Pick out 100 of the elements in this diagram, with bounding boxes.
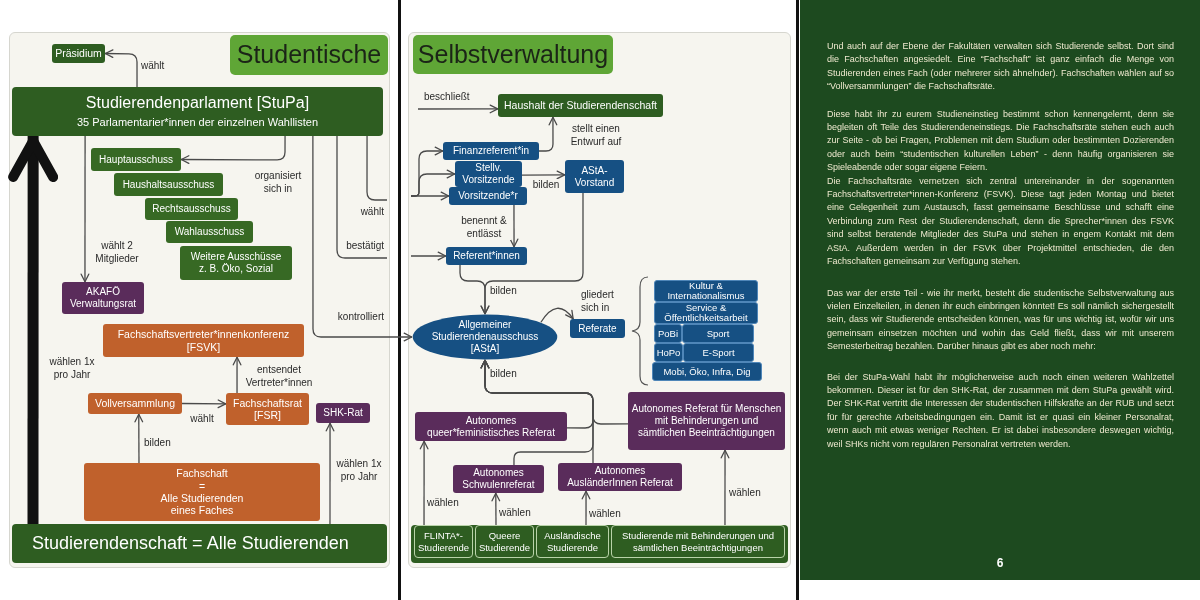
arrow bbox=[410, 251, 447, 261]
paragraph: Diese habt ihr zu eurem Studieneinstieg bestimmt schon kennengelernt, denn sie begleiten oft Teile des Studierendeneinstiegs. Die Fachschaftsräte stehen euch auch zur Seite - ob bei Fragen, Problemen mit dem Studium oder bestimmten Dozierenden oder auch beim “studentischen kulturellen Leben” - denn häufig organisieren sie Spieleabende oder sogar eigene Feiern. bbox=[827, 107, 1174, 175]
paragraph: Und auch auf der Ebene der Fakultäten verwalten sich Studierende selbst. Dort sind die Fachschaften angesiedelt. Eine “Fachschaft” ist ganz einfach die Menge von Studierenden eines Fach (oder mehrerer sich ähnelnder). Fachschaften wählen auf so “Vollversammlungen” die Fachschaftsräte. bbox=[827, 40, 1174, 94]
node-label: FLINTA*-Studierende bbox=[417, 530, 470, 553]
node-label: Finanzreferent*in bbox=[452, 145, 530, 157]
arrow bbox=[538, 116, 558, 152]
node-label: Haushalt der Studierendenschaft bbox=[504, 99, 657, 112]
group-box bbox=[611, 525, 785, 558]
node-label: Sport bbox=[706, 328, 730, 339]
node-label: Vorsitzende*r bbox=[458, 190, 518, 202]
node-label: Referate bbox=[578, 322, 617, 335]
node-label: Queere Studierende bbox=[478, 530, 531, 553]
connector-line bbox=[366, 135, 388, 201]
heading-banner bbox=[230, 35, 388, 75]
committee-box bbox=[114, 173, 223, 196]
arrow bbox=[581, 490, 591, 526]
node-label: Haushaltsausschuss bbox=[122, 178, 215, 191]
org-box bbox=[316, 403, 370, 423]
edge-label: entsendet Vertreter*innen bbox=[243, 364, 315, 389]
list-item-box bbox=[683, 343, 754, 362]
arrow bbox=[325, 422, 335, 525]
org-box bbox=[498, 94, 663, 117]
arrow bbox=[521, 170, 566, 180]
arrow bbox=[480, 192, 584, 315]
org-box bbox=[628, 392, 785, 450]
node-label: Fachschaft bbox=[176, 467, 228, 480]
org-box bbox=[226, 393, 309, 425]
node-label: Alle Studierenden eines Faches bbox=[159, 492, 245, 517]
org-box bbox=[415, 412, 567, 441]
node-label: Fachschaftsrat [FSR] bbox=[232, 396, 303, 422]
org-box bbox=[84, 463, 320, 521]
committee-box bbox=[180, 246, 292, 280]
node-label: Allgemeiner Studierendenausschuss [AStA] bbox=[430, 319, 540, 355]
node-label: Mobi, Öko, Infra, Dig bbox=[663, 366, 751, 377]
connector-line bbox=[336, 135, 388, 259]
node-label: Weitere Ausschüsse z. B. Öko, Sozial bbox=[189, 251, 283, 275]
node-label: HoPo bbox=[656, 347, 681, 358]
org-box bbox=[558, 463, 682, 491]
group-bar bbox=[411, 525, 788, 563]
paragraph: Das war der erste Teil - wie ihr merkt, besteht die studentische Selbstverwaltung aus vielen Einzelteilen, in denen ihr euch einbringen könntet! Es soll nämlich sichergestellt sein, dass wir Studierende entscheiden können, was für uns wichtig ist, wofür wir uns gemeinsam einsetzen möchten und wohin das Geld fließt, dass wir mit unserem Semesterbeitrag bezahlen. Darüber hinaus gibt es aber noch mehr: bbox=[827, 286, 1174, 354]
arrow bbox=[491, 492, 501, 526]
group-box bbox=[536, 525, 609, 558]
node-label: AKAFÖ Verwaltungsrat bbox=[68, 286, 138, 310]
heading-text: Studentische bbox=[236, 40, 382, 70]
committee-box bbox=[145, 198, 238, 220]
org-box bbox=[446, 247, 527, 265]
thick-arrow bbox=[8, 136, 59, 524]
node-label: SHK-Rat bbox=[323, 407, 363, 419]
arrow bbox=[104, 49, 138, 88]
org-box bbox=[62, 282, 144, 314]
banner-text: Studierendenschaft = Alle Studierenden bbox=[32, 532, 349, 555]
org-box bbox=[12, 87, 383, 136]
org-box bbox=[570, 319, 625, 338]
node-label: Wahlausschuss bbox=[174, 226, 245, 238]
arrow bbox=[509, 204, 519, 248]
list-item-box bbox=[654, 343, 683, 362]
org-box bbox=[443, 142, 539, 160]
base-banner bbox=[12, 524, 387, 563]
arrow bbox=[232, 356, 242, 394]
list-item-box bbox=[652, 362, 762, 381]
node-label: Autonomes Referat für Menschen mit Behinderungen und sämtlichen Beeinträchtigungen bbox=[631, 403, 782, 439]
edge-label: wählen 1x pro Jahr bbox=[334, 458, 384, 483]
org-box bbox=[88, 393, 182, 414]
arrow bbox=[410, 191, 450, 201]
paragraph: Die Fachschaftsräte vernetzen sich zentral untereinander in der sogenannten Fachschaftsvertreter*innen-Konferenz (FSVK). Diese tagt jeden Montag und bietet eine Gelegenheit zum Austausch, fasst gemeinsame Beschlüsse und schafft eine Verbindung zum Rest der Studierendenschaft, denn die Sprecher*innen des FSVK sind selbst beratende Mitglieder des StuPa und stehen in engem Kontakt mit dem AStA. Außerdem werden in der FSVK über Projektmittel entschieden, die den Fachschaften gemeinsam zur Verfügung stehen. bbox=[827, 174, 1174, 269]
org-box bbox=[565, 160, 624, 193]
node-label: Kultur & Internationalismus bbox=[666, 281, 746, 301]
node-label: AStA-Vorstand bbox=[573, 164, 616, 189]
arrow bbox=[312, 135, 413, 342]
arrow bbox=[80, 135, 90, 283]
arrow bbox=[180, 135, 286, 164]
node-label: Autonomes queer*feministisches Referat bbox=[426, 414, 556, 439]
node-label: Fachschaftsvertreter*innenkonferenz [FSVK] bbox=[116, 328, 291, 353]
org-box bbox=[449, 187, 527, 205]
org-box bbox=[103, 324, 304, 357]
node-label: Präsidium bbox=[55, 47, 102, 60]
node-label: PoBi bbox=[657, 328, 679, 339]
paragraph: Bei der StuPa-Wahl habt ihr möglicherweise auch noch einen weiteren Wahlzettel bekommen. Dieser ist für den SHK-Rat, der zusammen mit dem StuPa gewählt wird. Der SHK-Rat vertritt die Interessen der studentischen Hilfskräfte an der RUB und setzt für für gerechte Arbeitsbedingungen ein. Damit ist er quasi ein kleiner Personalrat, wenn auch mit etwas weniger Rechten. Er ist dabei insbesondere deswegen wichtig, weil SHKs nicht vom regulären Personalrat vertreten werden. bbox=[827, 370, 1174, 451]
list-item-box bbox=[654, 302, 758, 324]
node-label: Rechtsausschuss bbox=[152, 203, 231, 215]
org-box bbox=[453, 465, 544, 493]
committee-box bbox=[166, 221, 253, 243]
arrow bbox=[181, 399, 227, 409]
list-item-box bbox=[654, 280, 758, 302]
org-ellipse bbox=[412, 314, 558, 360]
node-label: Studierende mit Behinderungen und sämtlichen Beeinträchtigungen bbox=[620, 530, 776, 553]
list-item-box bbox=[682, 324, 754, 343]
arrow bbox=[417, 104, 499, 114]
node-label: Referent*innen bbox=[453, 250, 520, 262]
node-label: Service & Öffentlichkeitsarbeit bbox=[663, 303, 749, 323]
list-item-box bbox=[654, 324, 682, 343]
edge-label: wählen 1x pro Jahr bbox=[46, 356, 98, 381]
node-label: Stellv. Vorsitzende bbox=[461, 162, 516, 186]
node-label: = bbox=[198, 479, 206, 492]
page-number: 6 bbox=[995, 556, 1005, 570]
node-label: Autonomes AusländerInnen Referat bbox=[566, 465, 674, 489]
org-box bbox=[455, 161, 522, 187]
node-label: E-Sport bbox=[702, 347, 735, 358]
arrow bbox=[134, 413, 144, 464]
node-label: Ausländische Studierende bbox=[543, 530, 602, 553]
